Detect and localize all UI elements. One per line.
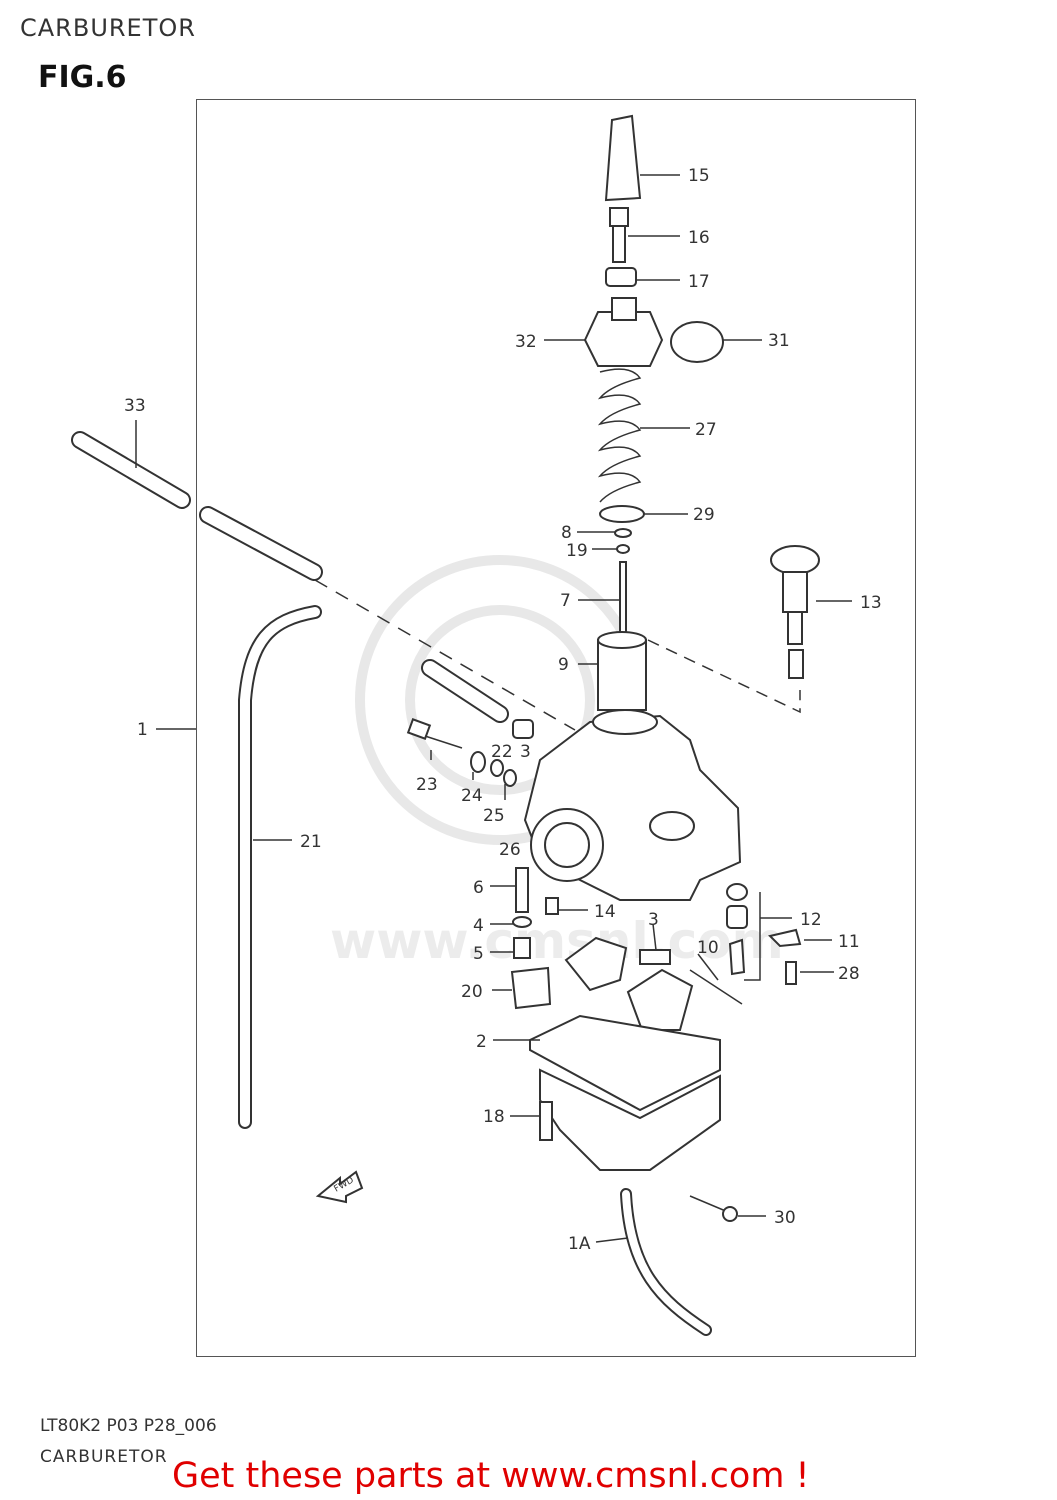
part-28-screw (785, 961, 797, 985)
callout-33: 33 (124, 396, 146, 416)
part-5-main-jet (513, 937, 531, 959)
callout-15: 15 (688, 166, 710, 186)
part-9-throttle-valve (597, 631, 647, 711)
part-7-jet-needle (619, 561, 627, 635)
callout-32: 32 (515, 332, 537, 352)
callout-27: 27 (695, 420, 717, 440)
part-10-float-pin (689, 969, 743, 1005)
callout-13: 13 (860, 593, 882, 613)
callout-3a: 3 (520, 742, 531, 762)
callout-20: 20 (461, 982, 483, 1002)
part-22-cap (512, 719, 534, 739)
callout-10: 10 (697, 938, 719, 958)
part-29-retainer (599, 505, 645, 523)
callout-17: 17 (688, 272, 710, 292)
part-13-starter-plunger (770, 545, 820, 679)
callout-31: 31 (768, 331, 790, 351)
part-1a-drain-hose (620, 1188, 712, 1336)
part-30-screw (689, 1195, 729, 1213)
part-vent-hose (199, 506, 323, 581)
callout-9: 9 (558, 655, 569, 675)
part-float-needle (728, 938, 746, 976)
part-27-spring (597, 368, 642, 503)
part-2-gasket-bowl (529, 1014, 721, 1171)
watermark-text: www.cmsnl.com (330, 912, 784, 970)
part-8-clip (614, 528, 632, 538)
callout-4: 4 (473, 916, 484, 936)
callout-labels: 15 16 17 32 31 33 27 29 8 19 7 13 9 1 22… (124, 166, 882, 1254)
callout-25: 25 (483, 806, 505, 826)
part-6-needle-jet (515, 867, 529, 913)
callout-18: 18 (483, 1107, 505, 1127)
part-float (564, 936, 694, 1031)
callout-22: 22 (491, 742, 513, 762)
part-33-hose (71, 431, 191, 509)
part-24-spring (470, 751, 486, 773)
carburetor-body (523, 709, 742, 901)
part-11-clip (768, 928, 802, 948)
part-18-drain-screw (539, 1101, 553, 1141)
part-20-cap (510, 966, 552, 1010)
callout-6: 6 (473, 878, 484, 898)
callout-1: 1 (137, 720, 148, 740)
part-16-adjuster (609, 207, 629, 263)
part-air-hose (421, 659, 509, 723)
page-heading: CARBURETOR (20, 14, 196, 42)
leader-lines (135, 174, 852, 1243)
diagram-caption: CARBURETOR (40, 1447, 168, 1467)
watermark-logo: www.cmsnl.com (330, 555, 784, 970)
part-19-washer (616, 544, 630, 554)
part-17-nut (605, 267, 637, 287)
callout-23: 23 (416, 775, 438, 795)
callout-7: 7 (560, 591, 571, 611)
callout-28: 28 (838, 964, 860, 984)
callout-24: 24 (461, 786, 483, 806)
figure-title: FIG.6 (38, 60, 127, 95)
diagram-code: LT80K2 P03 P28_006 (40, 1416, 217, 1436)
part-30-screw-head (722, 1206, 738, 1222)
callout-5: 5 (473, 944, 484, 964)
part-12-needle-seat (726, 905, 748, 929)
part-21-hose (238, 605, 322, 1129)
callout-2: 2 (476, 1032, 487, 1052)
part-31-cap-cover (670, 321, 724, 363)
part-12-o-ring (726, 883, 748, 901)
callout-8: 8 (561, 523, 572, 543)
part-15-cable-cap (604, 114, 642, 202)
part-14-pilot-jet (545, 897, 559, 915)
buy-parts-link[interactable]: Get these parts at www.cmsnl.com ! (172, 1456, 810, 1496)
part-23-pilot-screw (406, 718, 463, 749)
callout-11: 11 (838, 932, 860, 952)
part-4-washer (512, 916, 532, 928)
callout-30: 30 (774, 1208, 796, 1228)
callout-14: 14 (594, 902, 616, 922)
callout-12: 12 (800, 910, 822, 930)
callout-29: 29 (693, 505, 715, 525)
callout-3b: 3 (648, 910, 659, 930)
part-26-o-ring (503, 769, 517, 787)
callout-1a: 1A (568, 1234, 591, 1254)
callout-26: 26 (499, 840, 521, 860)
fwd-arrow-icon: FWD (315, 1170, 364, 1204)
diagram-frame (196, 99, 916, 1357)
callout-19: 19 (566, 541, 588, 561)
callout-21: 21 (300, 832, 322, 852)
callout-16: 16 (688, 228, 710, 248)
part-25-washer (490, 759, 504, 777)
part-32-top-cap (583, 297, 664, 367)
